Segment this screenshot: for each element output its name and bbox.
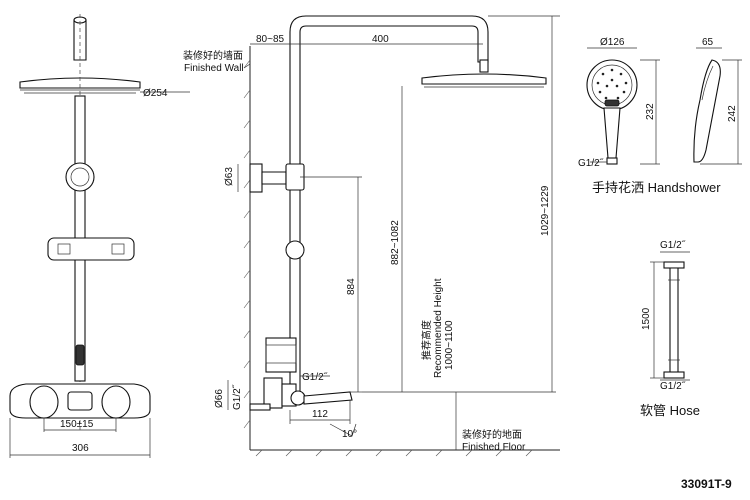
hose-nut-bottom (663, 371, 685, 379)
hose-thread-bottom-label: G1/2˝ (660, 380, 686, 392)
inlet-thread-label: G1/2˝ (231, 384, 243, 410)
handshower-caption: 手持花洒 Handshower (592, 180, 721, 195)
bath-spout (303, 391, 353, 405)
shower-head-side (421, 73, 547, 85)
handshower-length-front-label: 232 (645, 103, 656, 120)
front-view: Ø254 150±15 306 (9, 14, 190, 458)
handshower-views: Ø126 232 G1/2˝ 65 242 手持花洒 Handshower (578, 37, 742, 195)
hose-caption: 软管 Hose (640, 403, 700, 418)
wall-label-en: Finished Wall (184, 63, 244, 74)
handshower-depth-label: 65 (702, 37, 714, 48)
head-diameter-label: Ø254 (143, 88, 168, 99)
outlet-thread-label: G1/2˝ (302, 371, 328, 383)
arm-length-label: 400 (372, 34, 389, 45)
model-number: 33091T-9 (681, 477, 732, 491)
hose-body (669, 267, 679, 373)
bracket-diameter-label: Ø63 (224, 167, 235, 186)
valve-spacing-label: 150±15 (60, 419, 94, 430)
total-height-label: 1029~1229 (540, 185, 551, 236)
floor-label-en: Finished Floor (462, 442, 526, 453)
hose-view: G1/2˝ 1500 G1/2˝ 软管 Hose (640, 239, 700, 418)
slider-side (285, 240, 305, 260)
mixer-body-side (265, 337, 297, 373)
wall-bracket-front (65, 162, 95, 192)
hose-length-label: 1500 (641, 307, 652, 330)
handshower-diameter-label: Ø126 (600, 37, 625, 48)
head-height-label: 882~1082 (390, 220, 401, 265)
spout-length-label: 112 (312, 409, 328, 420)
wall-bracket-side (249, 163, 263, 193)
wall-label-cn: 装修好的墙面 (183, 49, 243, 62)
hose-thread-top-label: G1/2˝ (660, 239, 686, 251)
floor-label-cn: 装修好的地面 (462, 428, 522, 441)
recommended-label-en: Recommended Height (433, 278, 444, 378)
spout-angle-label: 10° (342, 429, 357, 440)
recommended-label-cn: 推荐高度 (420, 320, 433, 360)
overall-width-label: 306 (72, 443, 89, 454)
hose-nut-top (663, 261, 685, 269)
valve-diameter-label: Ø66 (214, 389, 225, 408)
handshower-thread-label: G1/2˝ (578, 157, 604, 169)
side-view: 80~85 400 装修好的墙面 Finished Wall Ø63 Ø66 G… (183, 15, 560, 457)
recommended-range-label: 1000~1100 (444, 320, 455, 370)
shower-head-front (19, 77, 141, 89)
handshower-profile (693, 59, 721, 163)
rail-height-label: 884 (346, 278, 357, 295)
wall-offset-label: 80~85 (256, 34, 285, 45)
handshower-length-side-label: 242 (727, 105, 738, 122)
riser-and-arm (289, 15, 489, 396)
slider-holder-front (47, 237, 135, 261)
handshower-handle (603, 107, 621, 159)
